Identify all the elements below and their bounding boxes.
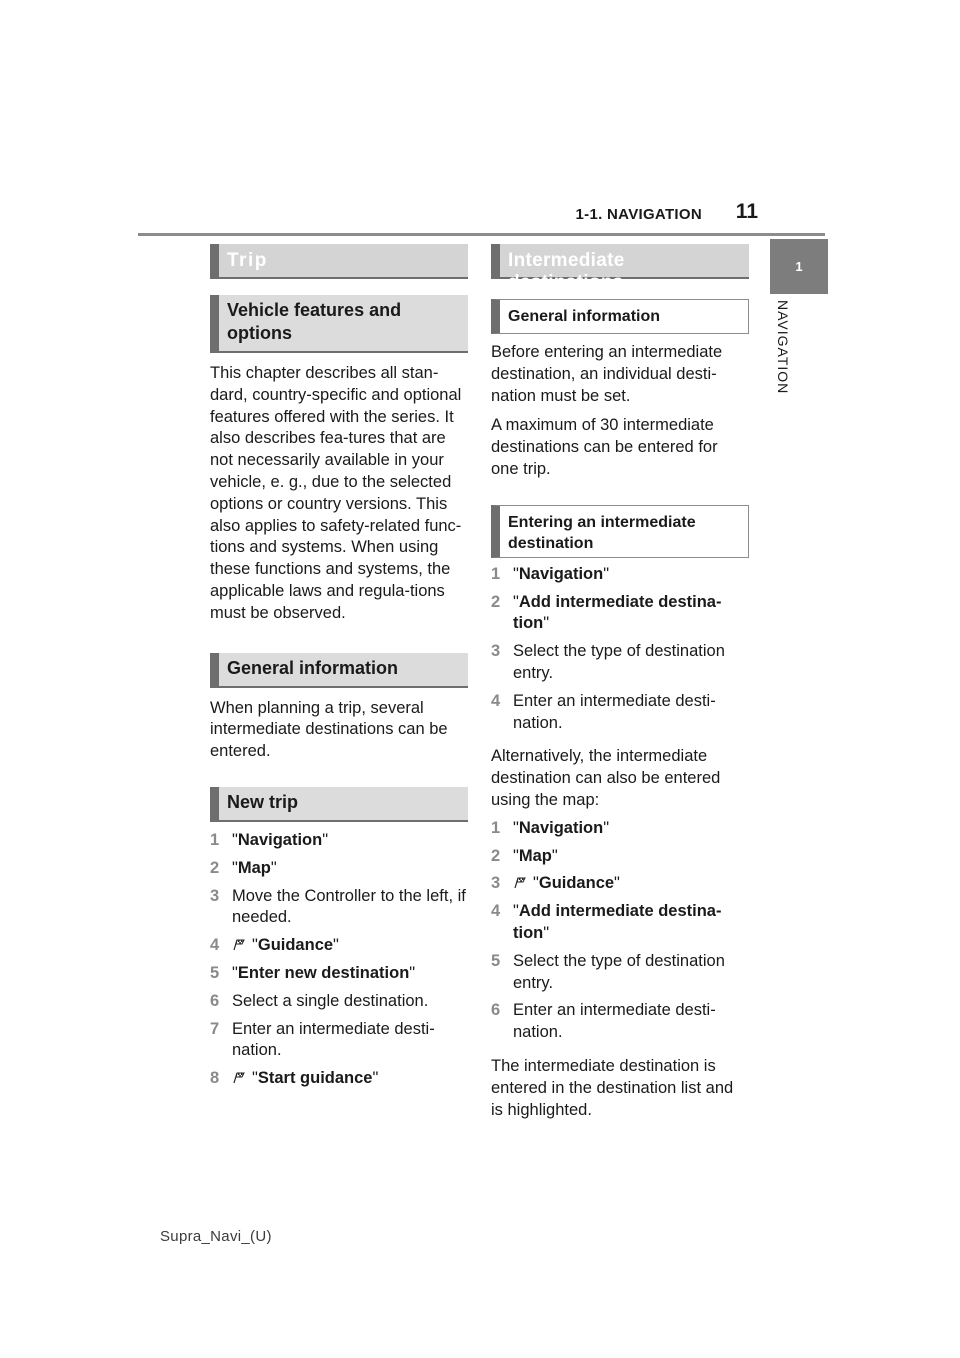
chapter-tab: 1 xyxy=(770,239,828,294)
step-number: 4 xyxy=(491,902,501,921)
intermediate-general-text-2: A maximum of 30 intermediate destination… xyxy=(491,416,718,478)
step-item: 3 Select the type of destination entry. xyxy=(491,641,749,685)
step-number: 6 xyxy=(210,991,220,1010)
step-label: Select the type of destination entry. xyxy=(513,951,725,992)
step-number: 3 xyxy=(491,642,501,661)
new-trip-heading: New trip xyxy=(210,786,468,822)
step-number: 2 xyxy=(491,846,501,865)
step-item: 4 Enter an intermediate desti-nation. xyxy=(491,691,749,735)
vehicle-features-heading: Vehicle features and options xyxy=(210,295,468,353)
page-number: 11 xyxy=(735,200,758,223)
step-item: 4"Add intermediate destina-tion" xyxy=(491,902,722,942)
step-label: Navigation xyxy=(237,830,323,849)
step-number: 4 xyxy=(210,936,220,955)
step-label: Select a single destination. xyxy=(232,991,429,1010)
step-number: 3 xyxy=(491,874,501,893)
step-label: Guidance xyxy=(538,874,615,893)
step-label: Enter an intermediate desti-nation. xyxy=(232,1019,435,1060)
step-item: 3 Move the Controller to the left, if nee… xyxy=(210,886,468,930)
step-item: 2"Map" xyxy=(210,858,468,880)
alternative-text: Alternatively, the intermediate destinat… xyxy=(491,747,721,809)
section-title: 1-1. NAVIGATION xyxy=(575,206,702,223)
step-item: 2"Map" xyxy=(491,846,749,868)
step-label: Add intermediate destina-tion xyxy=(513,592,722,633)
step-number: 3 xyxy=(210,886,220,905)
new-trip-steps: 1"Navigation" 2"Map" 3 Move the Controller … xyxy=(210,830,468,1090)
step-number: 8 xyxy=(210,1069,220,1088)
step-label: Enter an intermediate desti-nation. xyxy=(513,691,716,732)
right-column: Intermediate destinations General inform… xyxy=(491,244,749,1121)
step-number: 1 xyxy=(491,818,501,837)
document-footer: Supra_Navi_(U) xyxy=(160,1228,272,1245)
header-divider xyxy=(138,233,825,236)
step-label: Select the type of destination entry. xyxy=(513,642,725,682)
entering-steps: 1"Navigation" 2"Add intermediate destina-… xyxy=(491,564,749,735)
step-label: Map xyxy=(518,846,552,865)
step-item: 5 Select the type of destination entry. xyxy=(491,951,749,995)
step-item: 4"Guidance" xyxy=(210,935,468,957)
step-number: 7 xyxy=(210,1019,220,1038)
step-label: Start guidance xyxy=(257,1069,373,1088)
entering-intermediate-heading: Entering an intermediate destination xyxy=(491,504,749,558)
flag-icon xyxy=(514,877,526,889)
flag-icon xyxy=(233,939,245,951)
step-item: 6 Select a single destination. xyxy=(210,991,468,1013)
flag-icon xyxy=(233,1072,245,1084)
step-number: 2 xyxy=(491,592,501,611)
step-item: 1"Navigation" xyxy=(491,564,749,586)
step-label: Guidance xyxy=(257,936,334,955)
step-item: 6 Enter an intermediate desti-nation. xyxy=(491,1000,749,1044)
final-text: The intermediate destination is entered … xyxy=(491,1056,734,1119)
step-number: 5 xyxy=(491,951,501,970)
step-item: 8"Start guidance" xyxy=(210,1068,468,1090)
general-information-heading: General information xyxy=(210,652,468,688)
left-column: Trip Vehicle features and options This c… xyxy=(210,244,468,1096)
step-number: 1 xyxy=(491,564,501,583)
general-information-text: When planning a trip, several intermedia… xyxy=(210,698,448,761)
general-information-box-heading: General information xyxy=(491,299,749,334)
step-item: 5"Enter new destination" xyxy=(210,963,468,985)
step-item: 7 Enter an intermediate desti-nation. xyxy=(210,1019,468,1063)
step-number: 4 xyxy=(491,691,501,710)
step-label: Enter new destination xyxy=(237,963,410,982)
step-label: Navigation xyxy=(518,818,604,837)
intermediate-destinations-heading: Intermediate destinations xyxy=(491,244,749,293)
step-number: 2 xyxy=(210,858,220,877)
step-label: Enter an intermediate desti-nation. xyxy=(513,1001,716,1042)
step-item: 2"Add intermediate destina-tion" xyxy=(491,592,722,633)
step-number: 5 xyxy=(210,963,220,982)
vehicle-features-text: This chapter describes all stan-dard, co… xyxy=(210,364,462,622)
chapter-tab-number: 1 xyxy=(795,259,803,274)
chapter-tab-label: NAVIGATION xyxy=(775,300,791,395)
trip-heading: Trip xyxy=(210,244,468,279)
step-label: Move the Controller to the left, if need… xyxy=(232,886,466,927)
step-label: Add intermediate destina-tion xyxy=(513,902,722,942)
step-item: 1"Navigation" xyxy=(491,818,749,840)
step-label: Map xyxy=(237,858,271,877)
step-label: Navigation xyxy=(518,564,604,583)
step-item: 1"Navigation" xyxy=(210,830,468,852)
step-number: 6 xyxy=(491,1001,501,1020)
intermediate-general-text-1: Before entering an intermediate destinat… xyxy=(491,343,723,405)
step-item: 3"Guidance" xyxy=(491,873,749,895)
step-number: 1 xyxy=(210,830,220,849)
map-steps: 1"Navigation" 2"Map" 3"Guidance" 4"Add inte… xyxy=(491,818,749,1044)
